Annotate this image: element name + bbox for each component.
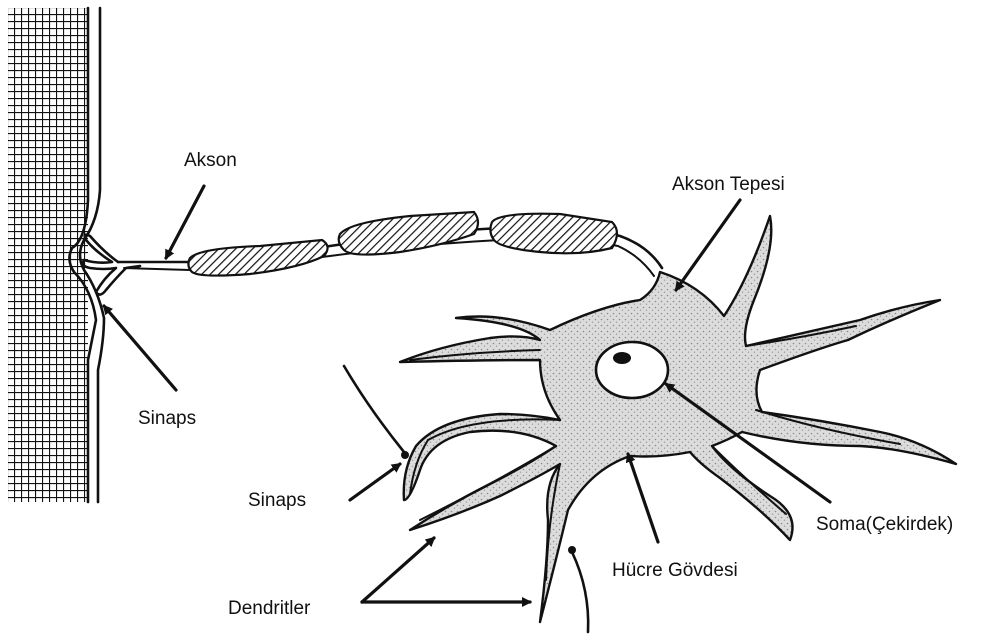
label-hucre-govdesi: Hücre Gövdesi	[612, 560, 738, 581]
incoming-axon-bottom	[568, 546, 588, 632]
label-soma: Soma(Çekirdek)	[816, 514, 953, 535]
incoming-axon-left	[344, 366, 409, 459]
myelin-sheath	[188, 212, 617, 276]
synapse-terminal	[83, 235, 140, 295]
axon	[118, 212, 662, 276]
label-dendritler: Dendritler	[228, 598, 311, 619]
nucleus	[596, 342, 668, 398]
label-akson-tepesi: Akson Tepesi	[672, 174, 785, 195]
label-sinaps-top: Sinaps	[138, 408, 196, 429]
label-akson: Akson	[184, 150, 237, 171]
label-sinaps-bottom: Sinaps	[248, 490, 306, 511]
target-cell-block	[8, 8, 104, 502]
